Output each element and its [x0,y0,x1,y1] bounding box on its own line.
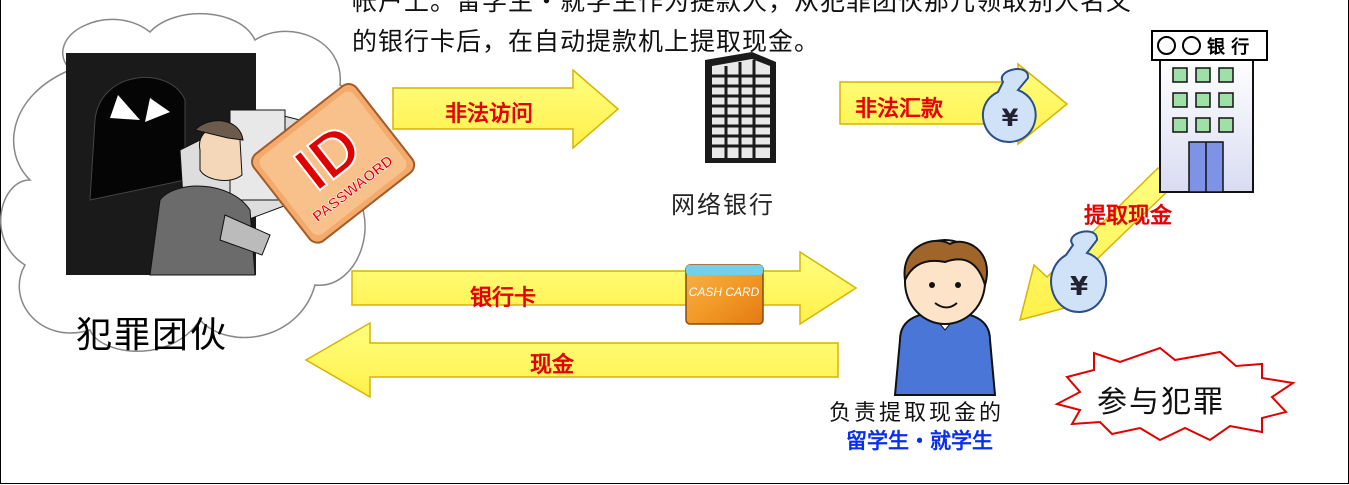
label-withdraw-cash: 提取现金 [1084,204,1173,229]
crime-label: 参与犯罪 [1097,385,1225,420]
yen-symbol-2: ¥ [1070,272,1088,302]
net-bank-building [705,52,776,163]
responsible-label: 负责提取现金的 [829,401,1005,426]
money-bag-icon: ¥ [981,68,1037,144]
arrow-cash [304,321,839,399]
cash-card-text: CASH CARD [689,285,760,299]
cash-card-icon: CASH CARD [685,264,764,325]
net-bank-label: 网络银行 [671,191,775,219]
bank-sign-label: 银 行 [1207,36,1250,58]
crime-starburst [1054,346,1296,442]
bank-sign: 银 行 [1151,30,1268,61]
money-bag-icon-2: ¥ [1050,230,1108,314]
bank-building [1159,58,1254,193]
circle-icon [1157,36,1176,55]
label-bank-card: 银行卡 [470,286,537,311]
caption: 帐户上。留学生・就学生作为提款人，从犯罪团伙那儿领取别人名义 的银行卡后，在自动… [352,0,1332,62]
arrow-bank-card [351,250,858,326]
label-illegal-transfer: 非法汇款 [855,97,944,122]
students-label: 留学生・就学生 [846,429,993,453]
criminal-figure [66,53,301,276]
student-figure [893,239,997,396]
yen-symbol-1: ¥ [1002,104,1019,132]
circle-icon-2 [1182,36,1201,55]
arrow-illegal-access [392,68,620,150]
label-cash: 现金 [530,353,575,378]
caption-line-1: 帐户上。留学生・就学生作为提款人，从犯罪团伙那儿领取别人名义 [352,0,1133,16]
gang-label: 犯罪团伙 [76,315,229,356]
caption-line-2: 的银行卡后，在自动提款机上提取现金。 [352,27,821,56]
label-illegal-access: 非法访问 [445,102,534,127]
id-card: ID PASSWAORD [251,83,416,244]
